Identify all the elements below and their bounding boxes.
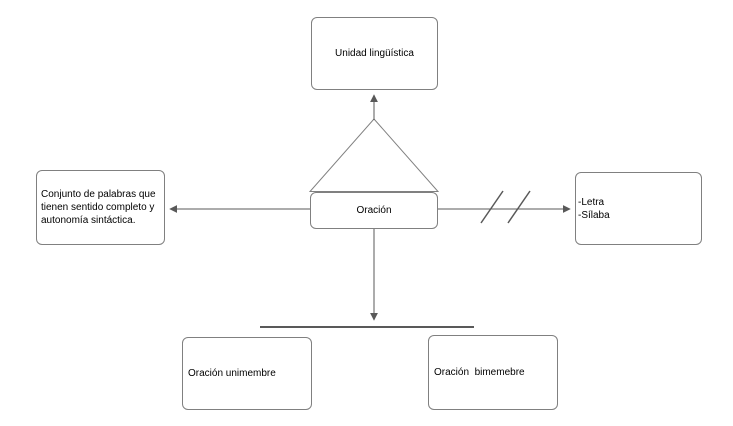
node-definicion: Conjunto de palabras que tienen sentido …	[36, 170, 165, 245]
node-label-line: Conjunto de palabras que	[41, 189, 156, 200]
node-unidad-linguistica: Unidad lingüística	[311, 17, 438, 90]
node-label: Unidad lingüística	[335, 48, 414, 59]
node-label-line: -Sílaba	[578, 209, 610, 221]
node-label-line: -Letra	[578, 196, 605, 208]
node-label: Oración bimemebre	[434, 367, 525, 378]
node-label-line: tienen sentido completo y	[41, 202, 155, 213]
node-label-line: autonomía sintáctica.	[41, 215, 136, 226]
node-oracion: Oración	[310, 192, 438, 229]
negation-slash-icon	[480, 190, 504, 224]
node-oracion-unimembre: Oración unimembre	[182, 337, 312, 410]
node-label: Oración unimembre	[188, 368, 276, 379]
node-letra-silaba: -Letra -Sílaba	[575, 172, 702, 245]
node-oracion-bimembre: Oración bimemebre	[428, 335, 558, 410]
triangle-shape	[308, 118, 440, 192]
negation-slash-icon	[507, 190, 531, 224]
node-label: Oración	[356, 205, 392, 216]
